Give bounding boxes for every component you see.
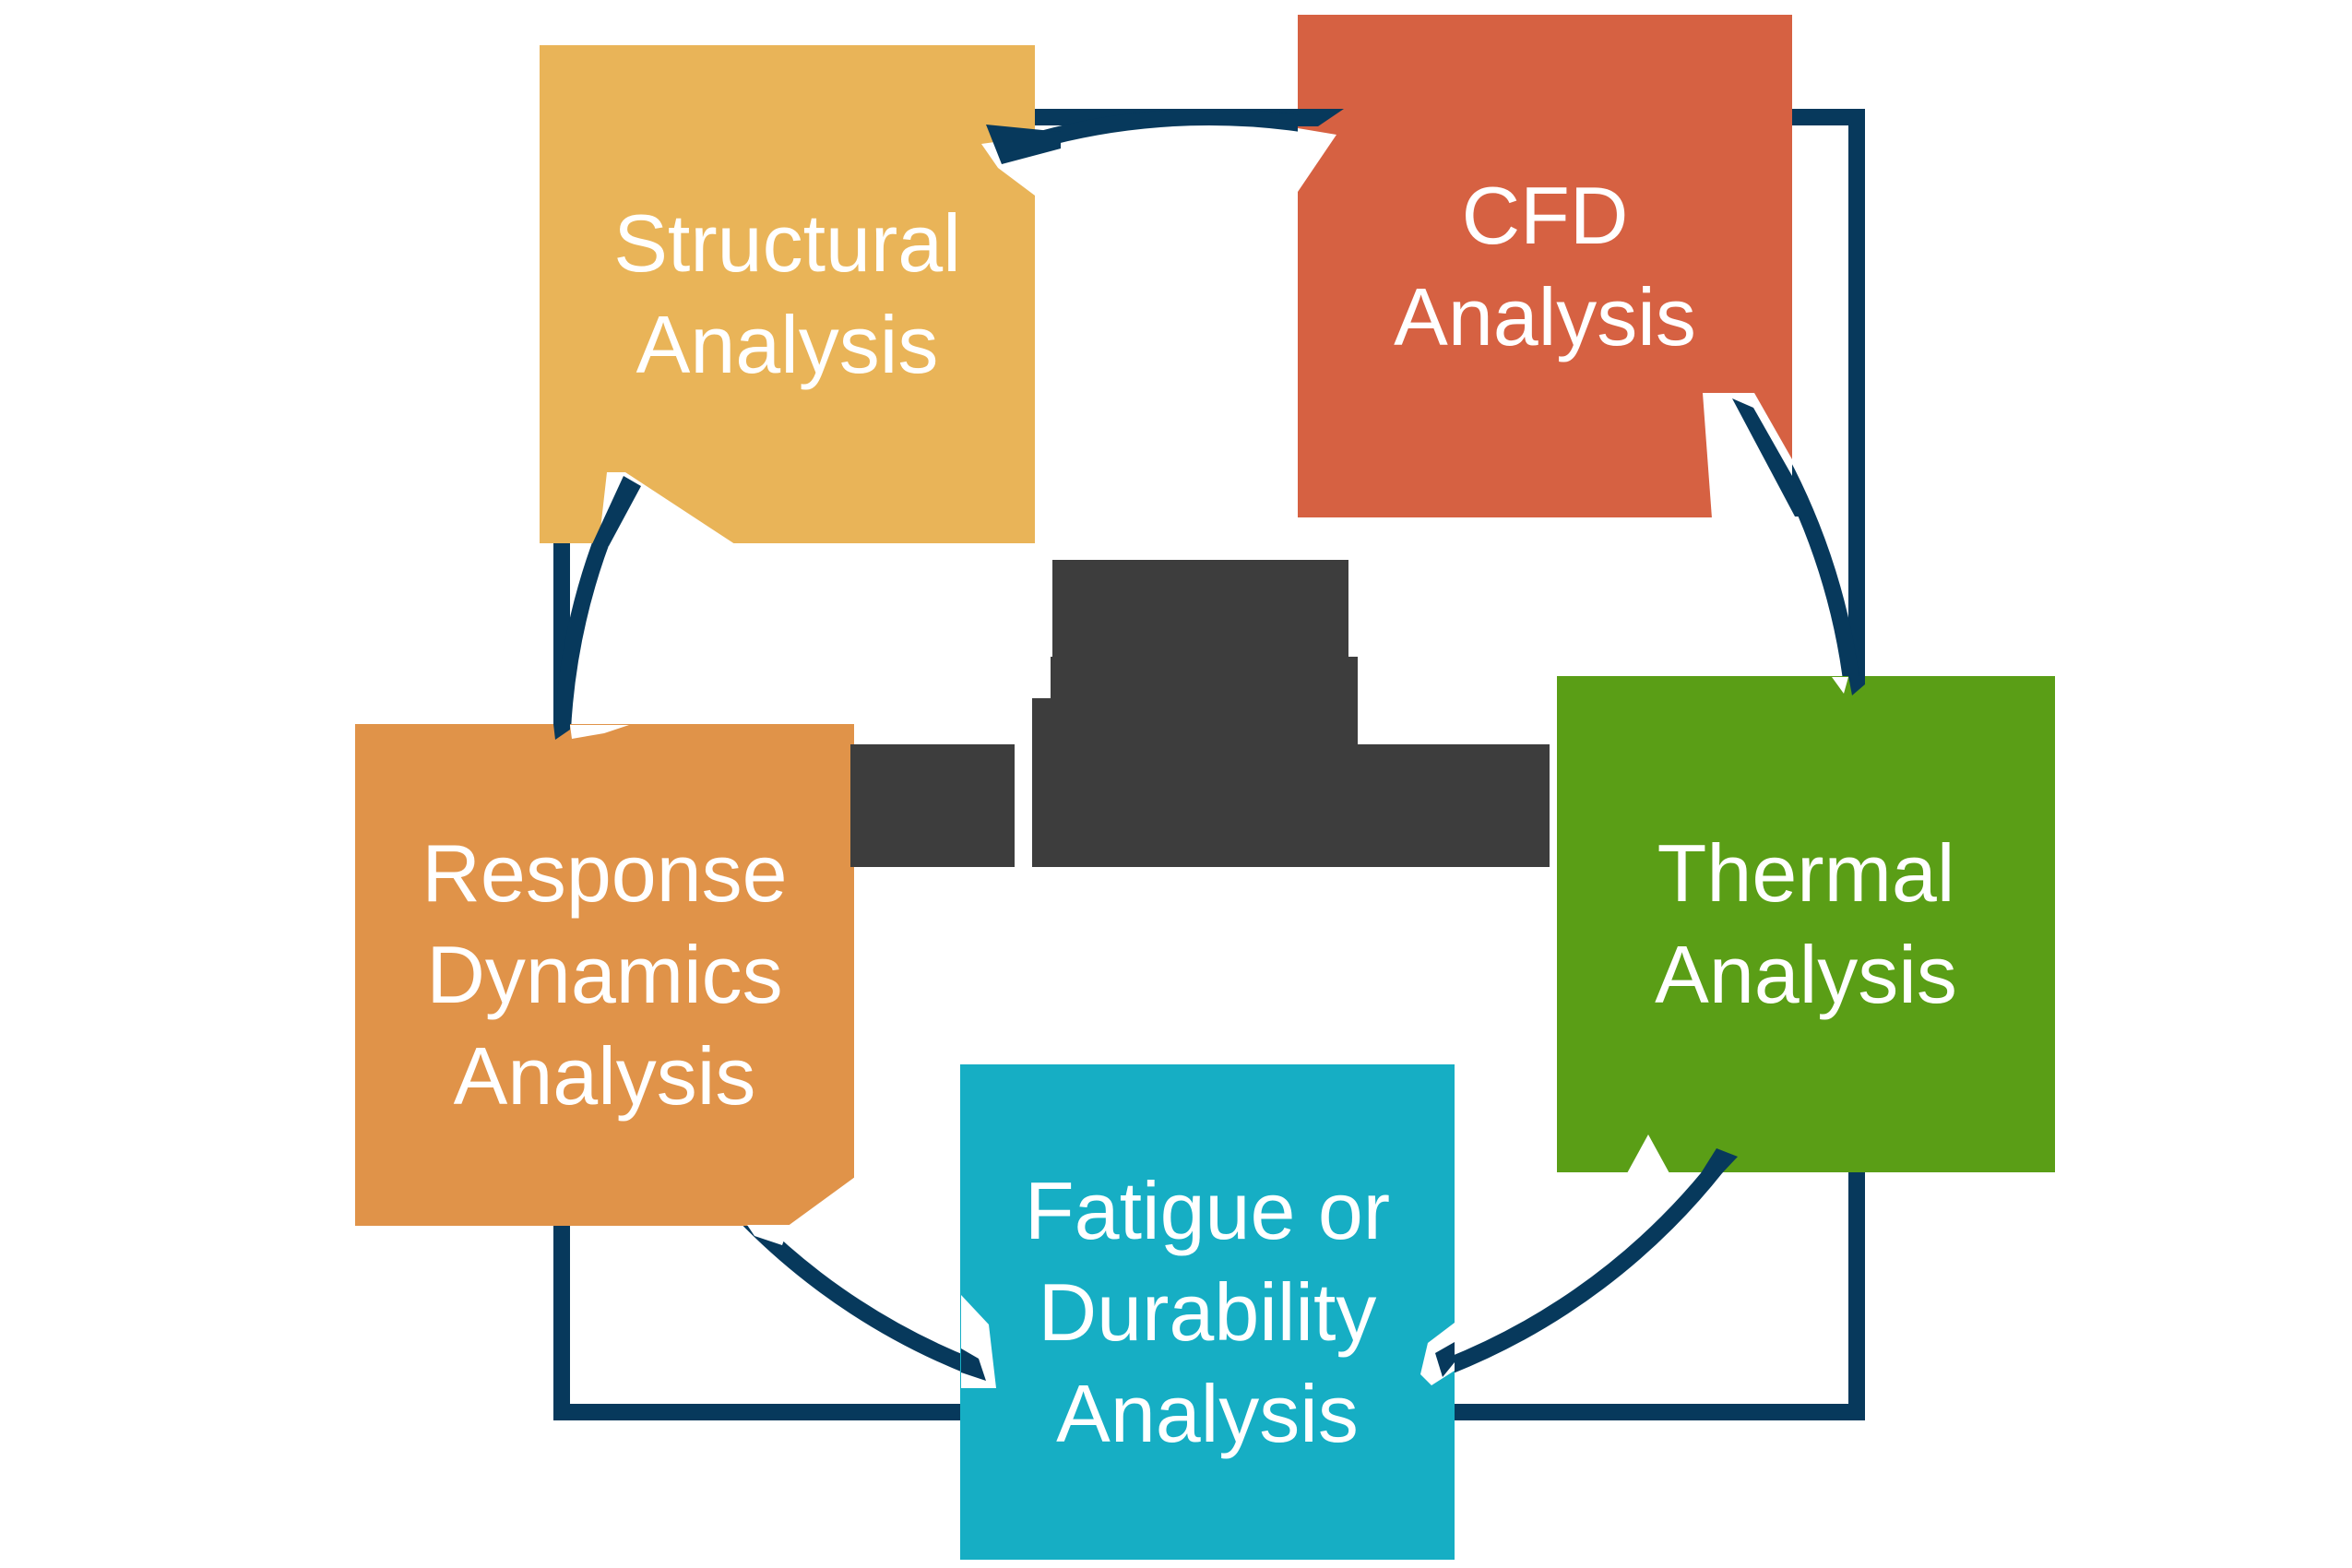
notch-green-bottom [1627,1134,1669,1173]
node-thermal-analysis: Thermal Analysis [1557,676,2055,1172]
notch-arc-below-orange [747,1225,790,1245]
notch-orange-top [570,725,629,739]
center-shape [850,560,1550,867]
node-structural-analysis-label: Structural Analysis [613,197,961,390]
notch-red-left [1298,128,1336,192]
tip-into-red-left [1298,109,1344,126]
center-block-upper-mid [1051,657,1358,698]
center-block-bottom-wide [1032,744,1550,867]
tip-through-red-corner [1732,398,1815,517]
arrow-tips [553,109,1865,1381]
tip-into-orange-top [553,724,570,740]
node-response-dynamics-analysis-label: Response Dynamics Analysis [422,827,788,1122]
node-response-dynamics-analysis: Response Dynamics Analysis [355,724,854,1226]
center-block-left [850,744,1015,867]
node-fatigue-durability-analysis-label: Fatigue or Durability Analysis [1024,1164,1391,1459]
tip-into-yellow-right [986,125,1061,164]
tip-into-green-top [1848,676,1865,695]
tip-into-cyan-left [961,1348,986,1381]
tip-into-yellow-bottom [591,476,641,546]
notch-red-bottom-right [1703,393,1792,518]
node-structural-analysis: Structural Analysis [540,45,1035,543]
center-block-top [1052,560,1348,657]
node-cfd-analysis-label: CFD Analysis [1394,169,1696,362]
notch-green-top [1832,677,1848,694]
tip-into-green-bottom [1701,1148,1738,1173]
node-fatigue-durability-analysis: Fatigue or Durability Analysis [960,1064,1455,1560]
notch-orange-corner [787,1177,855,1227]
tip-into-cyan-right [1435,1342,1455,1377]
node-thermal-analysis-label: Thermal Analysis [1655,827,1957,1020]
